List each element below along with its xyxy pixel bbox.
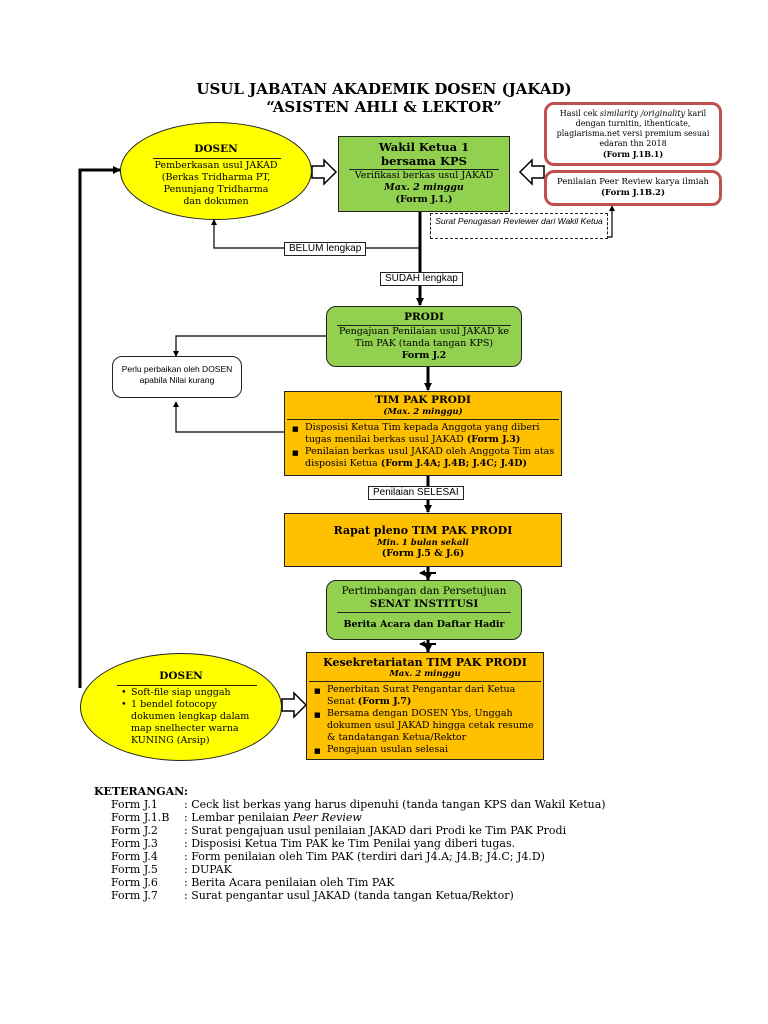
wakil-heading2: bersama KPS: [381, 154, 467, 168]
wakil-form: (Form J.1.): [395, 194, 453, 205]
dosen-top-text: Pemberkasan usul JAKAD (Berkas Tridharma…: [154, 160, 278, 207]
rapat-sub: Min. 1 bulan sekali: [377, 538, 469, 548]
sekre-sub: Max. 2 minggu: [389, 669, 461, 679]
rapat-heading: Rapat pleno TIM PAK PRODI: [333, 524, 513, 537]
timpak-sub: (Max. 2 minggu): [383, 407, 463, 417]
dosen-bottom-node: DOSEN Soft-file siap unggah 1 bendel fot…: [80, 653, 282, 761]
similarity-form: (Form J.1B.1): [602, 149, 664, 159]
keterangan-row: Form J.1: Ceck list berkas yang harus di…: [111, 798, 606, 811]
similarity-text: Hasil cek similarity /originality karil …: [556, 109, 710, 148]
timpak-bullet-1: Disposisi Ketua Tim kepada Anggota yang …: [292, 422, 557, 446]
wakil-line2: Max. 2 minggu: [384, 182, 464, 193]
diagram-title-line1: USUL JABATAN AKADEMIK DOSEN (JAKAD): [196, 80, 572, 98]
perbaikan-node: Perlu perbaikan oleh DOSEN apabila Nilai…: [112, 356, 242, 398]
block-arrow-dosen-wakil: [311, 158, 338, 186]
keterangan-row: Form J.3: Disposisi Ketua Tim PAK ke Tim…: [111, 837, 516, 850]
timpak-heading: TIM PAK PRODI: [375, 394, 471, 406]
belum-lengkap-label: BELUM lengkap: [284, 242, 367, 256]
sudah-lengkap-label: SUDAH lengkap: [380, 272, 463, 286]
sekre-bullet-2: Bersama dengan DOSEN Ybs, Unggah dokumen…: [314, 708, 539, 744]
wakil-line1: Verifikasi berkas usul JAKAD: [354, 170, 494, 181]
sekre-bullet-1: Penerbitan Surat Pengantar dari Ketua Se…: [314, 684, 539, 708]
sekre-heading: Kesekretariatan TIM PAK PRODI: [323, 656, 527, 669]
dosen-top-divider: [153, 158, 281, 159]
diagram-title-line2: “ASISTEN AHLI & LEKTOR”: [266, 98, 502, 116]
dosen-bottom-heading: DOSEN: [159, 670, 203, 682]
senat-line2: SENAT INSTITUSI: [369, 598, 479, 610]
prodi-heading: PRODI: [404, 311, 444, 323]
perbaikan-line2: apabila Nilai kurang: [139, 375, 215, 385]
senat-node: Pertimbangan dan Persetujuan SENAT INSTI…: [326, 580, 522, 640]
timpak-bullet-2: Penilaian berkas usul JAKAD oleh Anggota…: [292, 446, 557, 470]
prodi-line1: Pengajuan Penilaian usul JAKAD ke: [338, 326, 510, 337]
sekretariat-node: Kesekretariatan TIM PAK PRODI Max. 2 min…: [306, 652, 544, 760]
keterangan-heading: KETERANGAN:: [94, 785, 188, 798]
prodi-form: Form J.2: [401, 350, 447, 361]
dosen-top-heading: DOSEN: [194, 143, 238, 155]
perbaikan-top-line: [173, 335, 326, 357]
rapat-form: (Form J.5 & J.6): [381, 548, 465, 559]
timpak-node: TIM PAK PRODI (Max. 2 minggu) Disposisi …: [284, 391, 562, 476]
keterangan-row: Form J.7: Surat pengantar usul JAKAD (ta…: [111, 889, 514, 902]
penilaian-selesai-label: Penilaian SELESAI: [368, 486, 464, 500]
surat-reviewer-label: Surat Penugasan Reviewer dari Wakil Ketu…: [430, 213, 608, 239]
senat-line1: Pertimbangan dan Persetujuan: [341, 585, 507, 597]
keterangan-row: Form J.6: Berita Acara penilaian oleh Ti…: [111, 876, 395, 889]
sekre-bullet-3: Pengajuan usulan selesai: [314, 744, 539, 757]
prodi-node: PRODI Pengajuan Penilaian usul JAKAD ke …: [326, 306, 522, 367]
keterangan-list: Form J.1: Ceck list berkas yang harus di…: [111, 798, 631, 908]
perbaikan-bottom-line: [173, 401, 284, 433]
similarity-node: Hasil cek similarity /originality karil …: [544, 102, 722, 166]
peer-form: (Form J.1B.2): [600, 188, 665, 198]
keterangan-row: Form J.5: DUPAK: [111, 863, 232, 876]
wakil-heading1: Wakil Ketua 1: [378, 140, 470, 154]
keterangan-row: Form J.4: Form penilaian oleh Tim PAK (t…: [111, 850, 545, 863]
prodi-line2: Tim PAK (tanda tangan KPS): [354, 338, 494, 349]
peer-review-node: Penilaian Peer Review karya ilmiah (Form…: [544, 170, 722, 206]
keterangan-row: Form J.2: Surat pengajuan usul penilaian…: [111, 824, 567, 837]
block-arrow-sekre-dosen: [281, 691, 308, 719]
keterangan-row: Form J.1.B: Lembar penilaian Peer Review: [111, 811, 362, 824]
return-line: [78, 166, 121, 688]
dosen-bottom-divider: [117, 685, 257, 686]
wakil-ketua-node: Wakil Ketua 1 bersama KPS Verifikasi ber…: [338, 136, 510, 212]
peer-line1: Penilaian Peer Review karya ilmiah: [556, 177, 710, 187]
block-arrow-sim-wakil: [518, 158, 545, 186]
dosen-bottom-item-1: Soft-file siap unggah: [121, 687, 257, 699]
rapat-pleno-node: Rapat pleno TIM PAK PRODI Min. 1 bulan s…: [284, 513, 562, 567]
senat-line3: Berita Acara dan Daftar Hadir: [343, 619, 505, 630]
perbaikan-line1: Perlu perbaikan oleh DOSEN: [121, 364, 233, 374]
dosen-bottom-item-2: 1 bendel fotocopy dokumen lengkap dalam …: [121, 699, 257, 747]
dosen-top-node: DOSEN Pemberkasan usul JAKAD (Berkas Tri…: [120, 122, 312, 220]
